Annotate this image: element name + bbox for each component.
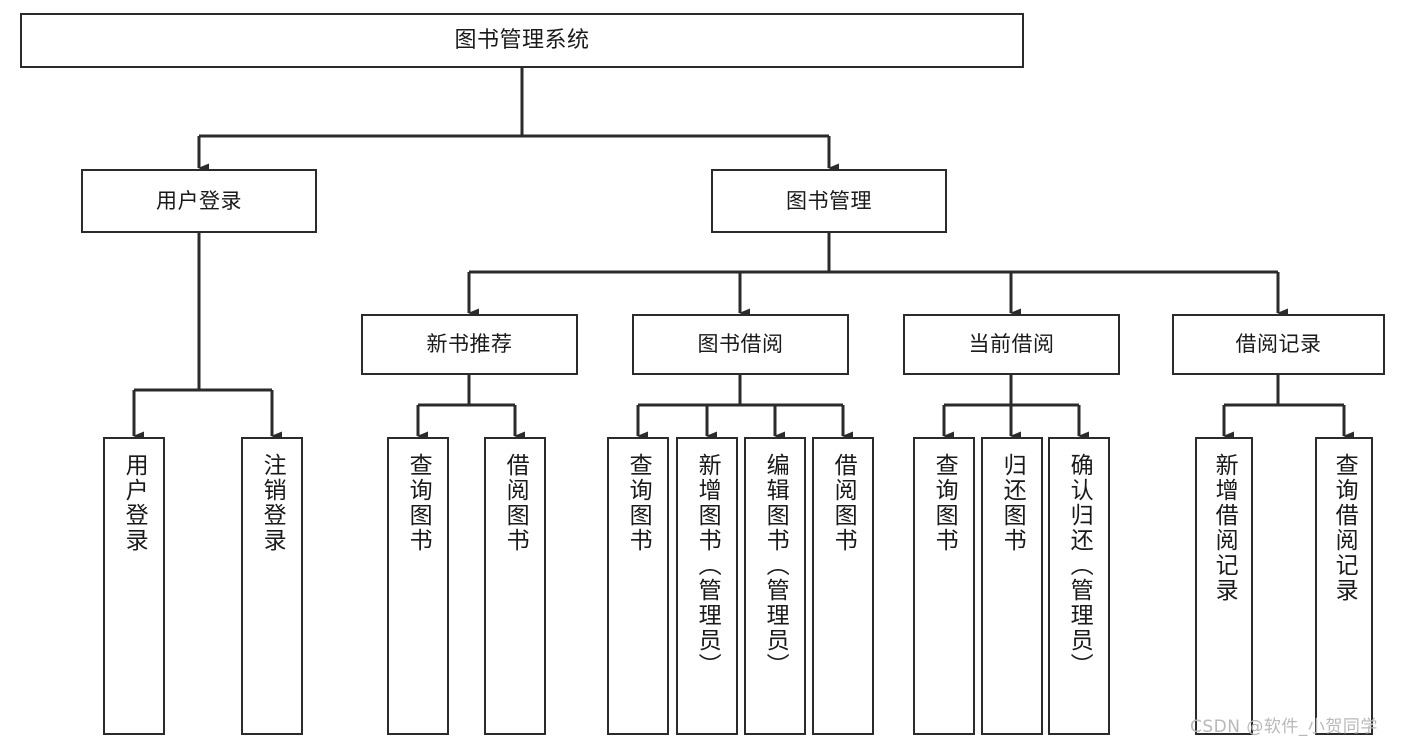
node-leaf-query-book-1-label: 查询图书 (405, 453, 432, 553)
node-leaf-query-book-1[interactable]: 查询图书 (387, 437, 449, 735)
node-leaf-return-book-label: 归还图书 (999, 453, 1026, 553)
watermark-text: CSDN @软件_小贺同学 (1190, 717, 1378, 737)
node-book-borrow[interactable]: 图书借阅 (632, 314, 849, 375)
node-leaf-edit-book[interactable]: 编辑图书（管理员） (744, 437, 806, 735)
node-book-borrow-label: 图书借阅 (697, 332, 784, 357)
node-current-borrow[interactable]: 当前借阅 (903, 314, 1120, 375)
node-current-borrow-label: 当前借阅 (968, 332, 1055, 357)
node-user-login[interactable]: 用户登录 (81, 169, 317, 233)
node-leaf-add-book-label: 新增图书（管理员） (694, 453, 721, 678)
node-leaf-add-book[interactable]: 新增图书（管理员） (676, 437, 738, 735)
node-book-manage-label: 图书管理 (786, 188, 872, 213)
node-leaf-confirm-return[interactable]: 确认归还（管理员） (1048, 437, 1110, 735)
node-leaf-add-record[interactable]: 新增借阅记录 (1195, 437, 1253, 735)
node-leaf-edit-book-label: 编辑图书（管理员） (762, 453, 789, 678)
node-book-manage[interactable]: 图书管理 (711, 169, 947, 233)
node-leaf-borrow-book-1[interactable]: 借阅图书 (484, 437, 546, 735)
node-borrow-record[interactable]: 借阅记录 (1172, 314, 1385, 375)
node-leaf-query-book-2[interactable]: 查询图书 (607, 437, 669, 735)
node-leaf-user-login-label: 用户登录 (121, 453, 148, 553)
node-leaf-borrow-book-2-label: 借阅图书 (830, 453, 857, 553)
node-leaf-query-book-3[interactable]: 查询图书 (913, 437, 975, 735)
node-leaf-user-login[interactable]: 用户登录 (103, 437, 165, 735)
node-leaf-add-record-label: 新增借阅记录 (1211, 453, 1238, 603)
node-leaf-user-logout-label: 注销登录 (259, 453, 286, 553)
node-new-book-rec-label: 新书推荐 (426, 332, 513, 357)
node-borrow-record-label: 借阅记录 (1235, 332, 1322, 357)
node-leaf-user-logout[interactable]: 注销登录 (241, 437, 303, 735)
node-leaf-query-record-label: 查询借阅记录 (1331, 453, 1358, 603)
node-leaf-query-book-3-label: 查询图书 (931, 453, 958, 553)
node-leaf-borrow-book-1-label: 借阅图书 (502, 453, 529, 553)
node-new-book-rec[interactable]: 新书推荐 (361, 314, 578, 375)
node-user-login-label: 用户登录 (156, 188, 242, 213)
node-leaf-borrow-book-2[interactable]: 借阅图书 (812, 437, 874, 735)
node-leaf-return-book[interactable]: 归还图书 (981, 437, 1043, 735)
node-root[interactable]: 图书管理系统 (20, 13, 1024, 68)
node-root-label: 图书管理系统 (454, 27, 590, 53)
node-leaf-query-book-2-label: 查询图书 (625, 453, 652, 553)
node-leaf-confirm-return-label: 确认归还（管理员） (1066, 453, 1093, 678)
node-leaf-query-record[interactable]: 查询借阅记录 (1315, 437, 1373, 735)
